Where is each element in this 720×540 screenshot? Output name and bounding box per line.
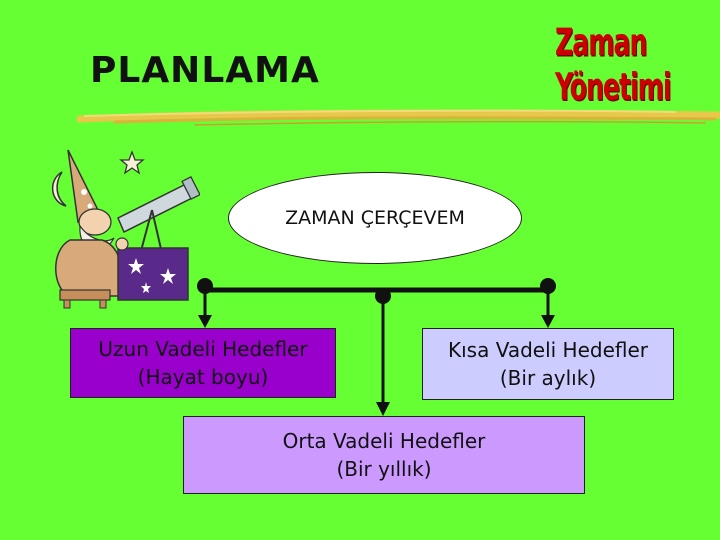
long-term-goals-period: (Hayat boyu) [137, 365, 269, 389]
mid-term-goals-box: Orta Vadeli Hedefler (Bir yıllık) [183, 416, 585, 494]
long-term-goals-box: Uzun Vadeli Hedefler (Hayat boyu) [70, 328, 336, 398]
time-frame-label: ZAMAN ÇERÇEVEM [285, 207, 465, 229]
logo: Zaman Yönetimi [555, 20, 672, 110]
mid-term-goals-period: (Bir yıllık) [336, 457, 432, 481]
star-icon [119, 150, 145, 175]
wizard-astronomer-illustration [52, 149, 200, 309]
title-underline-brush [76, 109, 720, 126]
time-frame-ellipse: ZAMAN ÇERÇEVEM [228, 172, 522, 264]
mid-term-goals-title: Orta Vadeli Hedefler [282, 429, 486, 453]
moon-icon [52, 171, 67, 207]
page-title: PLANLAMA [90, 50, 320, 91]
short-term-goals-period: (Bir aylık) [499, 366, 597, 390]
short-term-goals-title: Kısa Vadeli Hedefler [447, 338, 649, 362]
long-term-goals-title: Uzun Vadeli Hedefler [98, 337, 308, 361]
short-term-goals-box: Kısa Vadeli Hedefler (Bir aylık) [422, 328, 674, 400]
